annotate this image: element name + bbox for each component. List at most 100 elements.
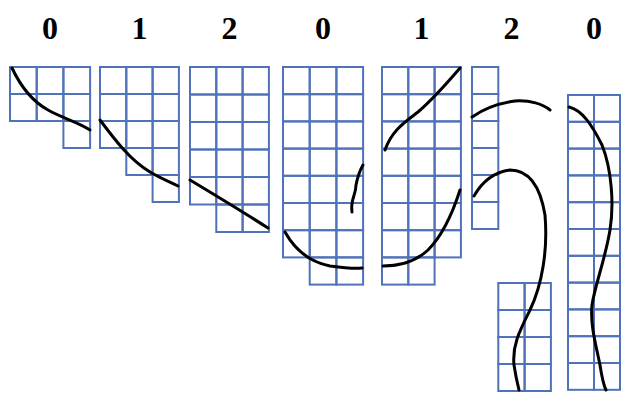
grid-cell (190, 95, 216, 123)
curve-segment (472, 101, 550, 117)
grid-cell (594, 202, 620, 229)
grid-cell (310, 230, 337, 257)
grid-cell (63, 67, 90, 94)
grid-cell (310, 149, 337, 176)
grid-cell (63, 94, 90, 121)
grid-cell (310, 94, 337, 121)
grid-cell (472, 175, 498, 202)
grid-cell (408, 121, 434, 148)
grid-cell (243, 95, 269, 123)
grid-cell (336, 94, 363, 121)
strip-label: 1 (100, 12, 179, 44)
curve-segment (285, 232, 362, 268)
grid-cell (37, 67, 64, 94)
grid-cell (336, 203, 363, 230)
grid-cell (435, 203, 461, 230)
grid-cell (153, 67, 179, 94)
curve-segment (383, 190, 460, 266)
grid-cell (63, 121, 90, 148)
grid-cell (472, 148, 498, 175)
grid-cell (472, 202, 498, 229)
grid-cell (100, 94, 126, 121)
grid-cell (153, 121, 179, 148)
grid-cell (190, 150, 216, 178)
grid-cell (408, 149, 434, 176)
grid-cell (283, 149, 310, 176)
grid-cell (498, 337, 524, 364)
grid-cell (472, 94, 498, 121)
grid-cell (243, 67, 269, 95)
curve-segment (569, 107, 612, 390)
strip-label: 2 (190, 12, 269, 44)
strip-label: 0 (10, 12, 90, 44)
grid-cell (283, 121, 310, 148)
grid-cell (382, 149, 408, 176)
grid-cell (568, 202, 594, 229)
grid-strips (10, 67, 620, 391)
grid-cell (594, 175, 620, 202)
curve-segment (474, 170, 546, 390)
grid-cell (568, 336, 594, 363)
grid-cell (568, 149, 594, 176)
grid-cell (336, 257, 363, 284)
grid-cell (498, 283, 524, 310)
grid-cell (435, 94, 461, 121)
grid-cell (336, 230, 363, 257)
grid-cell (310, 176, 337, 203)
grid-cell (594, 363, 620, 390)
strip-label: 0 (568, 12, 620, 44)
grid-cell (568, 256, 594, 283)
grid-cell (408, 203, 434, 230)
curve-segment (352, 165, 363, 212)
grid-strip: 0 (283, 12, 363, 44)
grid-cell (243, 205, 269, 233)
strip-label: 1 (382, 12, 461, 44)
grid-cell (382, 176, 408, 203)
curve-segment (385, 68, 460, 150)
grid-cell (283, 94, 310, 121)
grid-cell (283, 67, 310, 94)
grid-cell (435, 149, 461, 176)
grid-cell (382, 203, 408, 230)
grid-cell (216, 95, 242, 123)
grid-cell (498, 364, 524, 391)
grid-cell (153, 94, 179, 121)
grid-strip: 2 (190, 12, 269, 44)
strip-label: 2 (472, 12, 551, 44)
grid-cell (336, 67, 363, 94)
grid-cell (283, 203, 310, 230)
grid-strip: 1 (382, 12, 461, 44)
grid-strip: 0 (10, 12, 90, 44)
grid-cell (472, 67, 498, 94)
curve-segment (100, 120, 178, 186)
grid-cell (382, 94, 408, 121)
grid-cell (216, 177, 242, 205)
grid-cell (594, 309, 620, 336)
grid-cell (435, 230, 461, 257)
grid-strip: 1 (100, 12, 179, 44)
curve (12, 68, 612, 390)
curve-segment (190, 180, 268, 228)
grid-cell (336, 176, 363, 203)
grid-cell (568, 283, 594, 310)
grid-cell (525, 337, 551, 364)
grid-cell (126, 94, 152, 121)
grid-cell (153, 148, 179, 175)
grid-cell (243, 122, 269, 150)
grid-cell (472, 121, 498, 148)
grid-cell (568, 309, 594, 336)
grid-cell (126, 67, 152, 94)
grid-cell (382, 67, 408, 94)
grid-cell (568, 229, 594, 256)
grid-cell (568, 175, 594, 202)
grid-cell (382, 230, 408, 257)
grid-cell (408, 67, 434, 94)
curve-segment (12, 68, 90, 130)
grid-cell (310, 121, 337, 148)
grid-cell (408, 176, 434, 203)
grid-cell (283, 176, 310, 203)
grid-cell (408, 230, 434, 257)
grid-cell (243, 150, 269, 178)
strip-label: 0 (283, 12, 363, 44)
